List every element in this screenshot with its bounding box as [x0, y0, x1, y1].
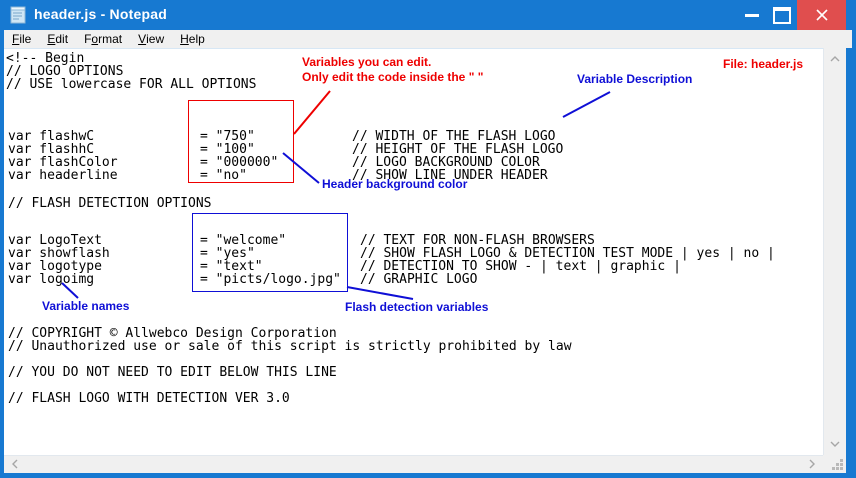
flash-detection-values-box	[192, 213, 348, 292]
annotation-variable-names: Variable names	[42, 299, 130, 313]
vertical-scrollbar[interactable]	[823, 48, 846, 455]
scroll-up-button[interactable]	[824, 50, 846, 68]
minimize-button[interactable]	[737, 0, 767, 30]
window-title: header.js - Notepad	[34, 6, 167, 22]
code-line-copyright: // COPYRIGHT © Allwebco Design Corporati…	[8, 326, 337, 341]
annotation-header-bg: Header background color	[322, 177, 468, 191]
code-line-begin: <!-- Begin	[6, 51, 85, 66]
code-row-logoimg: var logoimg= "picts/logo.jpg"// GRAPHIC …	[8, 272, 478, 287]
chevron-up-icon	[830, 56, 840, 62]
chevron-down-icon	[830, 441, 840, 447]
code-line-lowercase: // USE lowercase FOR ALL OPTIONS	[6, 77, 257, 92]
maximize-button[interactable]	[767, 0, 797, 30]
code-row-logotype: var logotype= "text"// DETECTION TO SHOW…	[8, 259, 681, 274]
code-row-logotext: var LogoText= "welcome"// TEXT FOR NON-F…	[8, 233, 595, 248]
arrow-variable-description	[562, 91, 611, 118]
notepad-app-icon	[10, 6, 27, 24]
annotation-flash-detection: Flash detection variables	[345, 300, 489, 314]
annotation-file-label: File: header.js	[723, 57, 804, 71]
chevron-left-icon	[12, 459, 18, 469]
code-row-headerline: var headerline= "no"// SHOW LINE UNDER H…	[8, 168, 548, 183]
editable-values-box	[188, 100, 294, 183]
chevron-right-icon	[809, 459, 815, 469]
annotation-edit-note: Variables you can edit. Only edit the co…	[302, 55, 484, 84]
document-area[interactable]: <!-- Begin // LOGO OPTIONS // USE lowerc…	[4, 48, 823, 455]
minimize-icon	[745, 13, 759, 17]
arrow-flash-detection	[346, 286, 414, 300]
maximize-icon	[773, 6, 791, 24]
scroll-right-button[interactable]	[803, 456, 821, 472]
scroll-down-button[interactable]	[824, 435, 846, 453]
resize-grip-icon[interactable]	[831, 458, 844, 471]
code-line-version: // FLASH LOGO WITH DETECTION VER 3.0	[8, 391, 290, 406]
code-line-logo-options: // LOGO OPTIONS	[6, 64, 124, 79]
scrollbar-corner	[823, 455, 846, 473]
code-line-unauthorized: // Unauthorized use or sale of this scri…	[8, 339, 572, 354]
code-line-no-edit: // YOU DO NOT NEED TO EDIT BELOW THIS LI…	[8, 365, 337, 380]
code-row-flashcolor: var flashColor= "000000"// LOGO BACKGROU…	[8, 155, 540, 170]
annotation-variable-description: Variable Description	[577, 72, 693, 86]
code-row-flashwc: var flashwC= "750"// WIDTH OF THE FLASH …	[8, 129, 556, 144]
close-button[interactable]	[797, 0, 846, 30]
code-row-showflash: var showflash= "yes"// SHOW FLASH LOGO &…	[8, 246, 775, 261]
code-line-flash-detection: // FLASH DETECTION OPTIONS	[8, 196, 212, 211]
titlebar[interactable]: header.js - Notepad	[0, 0, 856, 30]
code-row-flashhc: var flashhC= "100"// HEIGHT OF THE FLASH…	[8, 142, 564, 157]
close-icon	[815, 9, 828, 21]
horizontal-scrollbar[interactable]	[4, 455, 823, 473]
scroll-left-button[interactable]	[6, 456, 24, 472]
